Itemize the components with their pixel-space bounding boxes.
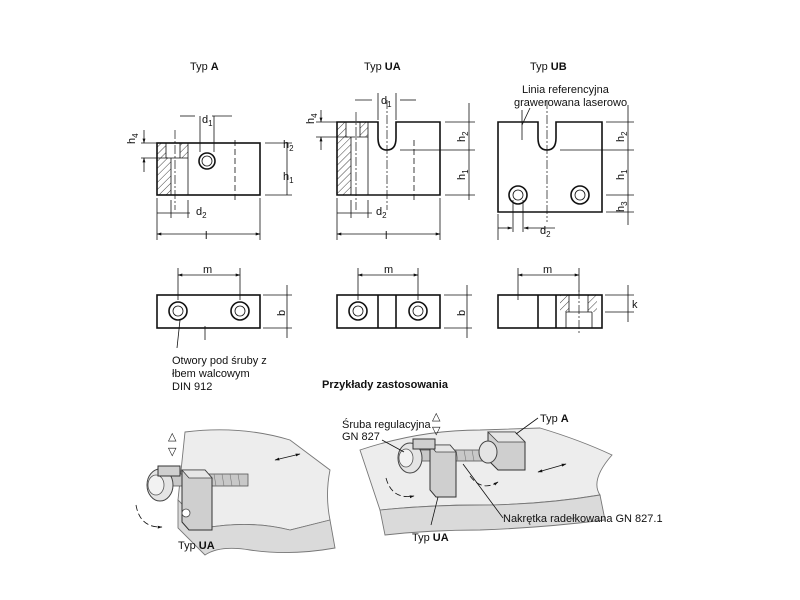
dim-h2-a: h2 <box>283 139 294 153</box>
typ-ub-front-view <box>497 100 603 222</box>
dim-l-ua: l <box>385 230 387 242</box>
dim-h1-a: h1 <box>283 171 294 185</box>
dim-b-a: b <box>276 310 288 316</box>
dim-d2-ua: d2 <box>376 206 387 220</box>
svg-text:Otwory pod śruby z: Otwory pod śruby z <box>172 355 267 367</box>
svg-text:Typ UA: Typ UA <box>364 61 401 73</box>
dim-h1-ua: h1 <box>456 169 470 180</box>
example-right-illustration: △ ▽ <box>359 411 613 536</box>
dim-d1-a: d1 <box>202 114 213 128</box>
dim-d2-ub: d2 <box>540 225 551 239</box>
dim-m-ua: m <box>384 264 393 276</box>
typ-ua-front-view <box>336 100 441 210</box>
dim-k-ub: k <box>632 299 638 311</box>
dim-h3-ub: h3 <box>615 201 629 212</box>
header-typ-a: Typ A <box>190 61 219 73</box>
dim-h1-ub: h1 <box>615 169 629 180</box>
example-left-illustration: △ ▽ <box>135 429 336 556</box>
typ-a-front-view <box>156 130 261 210</box>
svg-text:Typ A: Typ A <box>190 61 219 73</box>
header-typ-ub: Typ UB <box>530 61 567 73</box>
label-typ-ua-right: Typ UA <box>412 532 449 544</box>
example-left-label: Typ UA <box>178 540 215 552</box>
example-right-labels: Śruba regulacyjna GN 827 Typ A Nakrętka … <box>342 413 663 544</box>
dim-h2-ua: h2 <box>456 131 470 142</box>
dim-m-ub: m <box>543 264 552 276</box>
note-ref-line-1: Linia referencyjna <box>522 84 610 96</box>
dim-h4-ua: h4 <box>305 113 319 124</box>
svg-text:▽: ▽ <box>168 446 177 458</box>
svg-text:łbem walcowym: łbem walcowym <box>172 368 250 380</box>
dim-m-a: m <box>203 264 212 276</box>
note-holes: Otwory pod śruby z łbem walcowym DIN 912 <box>172 355 267 393</box>
label-screw-1: Śruba regulacyjna <box>342 418 432 431</box>
dim-b-ua: b <box>456 310 468 316</box>
typ-ua-dimensions: d1 h4 h2 h1 d2 l <box>305 93 475 242</box>
dim-d1-ua: d1 <box>381 95 392 109</box>
typ-a-top-view: m b <box>156 264 292 349</box>
dim-d2-a: d2 <box>196 206 207 220</box>
typ-ua-top-view: m b <box>336 264 472 338</box>
examples-title: Przykłady zastosowania <box>322 379 449 391</box>
svg-text:▽: ▽ <box>432 425 441 437</box>
typ-a-dimensions: d1 h4 h1 h2 d2 l <box>126 114 294 242</box>
svg-text:△: △ <box>432 411 441 423</box>
svg-text:△: △ <box>168 431 177 443</box>
svg-text:DIN 912: DIN 912 <box>172 381 212 393</box>
label-screw-2: GN 827 <box>342 431 380 443</box>
typ-ub-dimensions: Linia referencyjna grawerowana laserowo … <box>497 84 634 240</box>
dim-h2-ub: h2 <box>615 131 629 142</box>
label-nut: Nakrętka radełkowana GN 827.1 <box>503 513 663 525</box>
note-ref-line-2: grawerowana laserowo <box>514 97 627 109</box>
header-typ-ua: Typ UA <box>364 61 401 73</box>
typ-ub-top-view: m k <box>497 264 638 333</box>
dim-h4-a: h4 <box>126 133 140 144</box>
dim-l-a: l <box>205 230 207 242</box>
label-typ-a-right: Typ A <box>540 413 569 425</box>
svg-text:Typ UB: Typ UB <box>530 61 567 73</box>
